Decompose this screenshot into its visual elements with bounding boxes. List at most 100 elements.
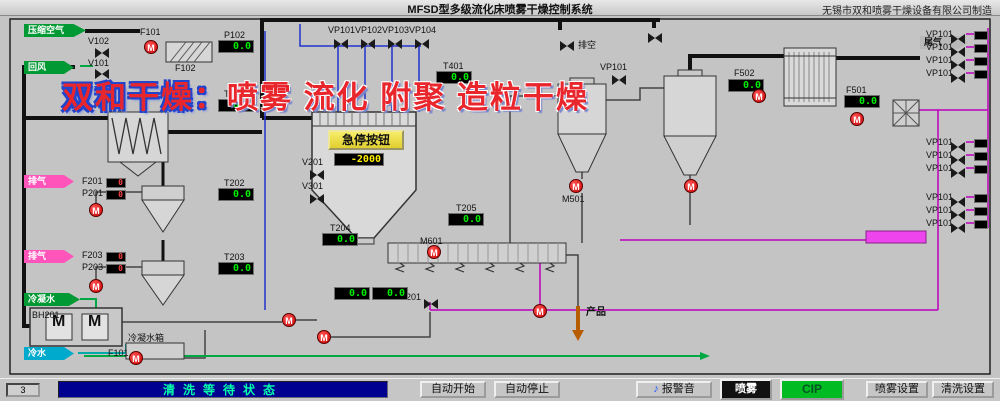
equipment-label: F102 — [175, 63, 196, 73]
valve-icon[interactable] — [951, 31, 965, 44]
flow-arrow: 排气 — [24, 250, 74, 263]
equipment-label: F101 — [140, 27, 161, 37]
equipment-label: 产品 — [586, 307, 606, 318]
pump-icon[interactable]: M — [752, 89, 766, 103]
value-display: 0.0 — [436, 71, 472, 84]
valve-icon[interactable] — [951, 165, 965, 178]
valve-icon[interactable] — [310, 191, 324, 204]
equipment-label: VP101 — [926, 150, 954, 160]
pump-icon[interactable]: M — [569, 179, 583, 193]
valve-icon[interactable] — [951, 220, 965, 233]
valve-icon[interactable] — [95, 45, 109, 58]
valve-icon[interactable] — [388, 36, 402, 49]
valve-icon[interactable] — [951, 152, 965, 165]
equipment-label: 排空 — [578, 40, 597, 50]
valve-icon[interactable] — [951, 70, 965, 83]
mute-alarm-label: 报警音 — [661, 383, 695, 395]
mute-alarm-button[interactable]: ♪报警音 — [636, 381, 712, 398]
equipment-label: VP101 — [926, 192, 954, 202]
value-display: 0.0 — [218, 188, 254, 201]
valve-icon[interactable] — [310, 167, 324, 180]
pump-icon[interactable]: M — [144, 40, 158, 54]
equipment-label: VP101 — [926, 55, 954, 65]
flow-arrow: 排气 — [24, 175, 74, 188]
pump-icon[interactable]: M — [282, 313, 296, 327]
value-display: 0.0 — [448, 213, 484, 226]
equipment-label: V301 — [302, 181, 324, 191]
flow-arrow: 回风 — [24, 61, 74, 74]
equipment-label: F203 — [82, 250, 103, 260]
value-display: 0.0 — [218, 99, 254, 112]
value-display: 0 — [106, 252, 126, 262]
status-bar: 3 清洗等待状态 自动开始 自动停止 ♪报警音 喷雾 CIP 喷雾设置 清洗设置 — [0, 378, 1000, 401]
equipment-label: 冷凝水箱 — [128, 333, 165, 343]
value-display: 0 — [106, 190, 126, 200]
value-display — [974, 31, 988, 40]
equipment-label: P201 — [82, 188, 104, 198]
emergency-stop-button[interactable]: 急停按钮 — [328, 130, 404, 150]
pump-icon[interactable]: M — [533, 304, 547, 318]
equipment-label: VP101 — [328, 25, 356, 35]
clean-settings-button[interactable]: 清洗设置 — [932, 381, 994, 398]
valve-icon[interactable] — [424, 296, 438, 309]
pump-icon[interactable]: M — [850, 112, 864, 126]
valve-icon[interactable] — [560, 38, 574, 51]
spray-settings-button[interactable]: 喷雾设置 — [866, 381, 928, 398]
auto-start-button[interactable]: 自动开始 — [420, 381, 486, 398]
pump-icon[interactable]: M — [89, 203, 103, 217]
value-display — [974, 70, 988, 79]
value-display — [974, 57, 988, 66]
auto-stop-button[interactable]: 自动停止 — [494, 381, 560, 398]
value-display: 0.0 — [218, 40, 254, 53]
value-display: -2000 — [334, 153, 384, 166]
equipment-label: VP101 — [926, 218, 954, 228]
equipment-label: T205 — [456, 203, 477, 213]
value-display: 0.0 — [372, 287, 408, 300]
equipment-label: VP101 — [926, 163, 954, 173]
equipment-label: VP101 — [926, 205, 954, 215]
value-display: 0.0 — [844, 95, 880, 108]
value-display: 0.0 — [322, 233, 358, 246]
title-bar: MFSD型多级流化床喷雾干燥控制系统 无锡市双和喷雾干燥设备有限公司制造 — [0, 0, 1000, 17]
equipment-label: VP101 — [926, 29, 954, 39]
valve-icon[interactable] — [951, 194, 965, 207]
equipment-label: M501 — [562, 194, 585, 204]
valve-icon[interactable] — [612, 72, 626, 85]
equipment-label: VP104 — [409, 25, 437, 35]
alarm-sound-icon: ♪ — [653, 383, 659, 395]
valve-icon[interactable] — [95, 66, 109, 79]
equipment-label: T203 — [224, 252, 245, 262]
pump-icon[interactable]: M — [684, 179, 698, 193]
flow-arrow: 冷水 — [24, 347, 74, 360]
equipment-label: P203 — [82, 262, 104, 272]
equipment-label: F502 — [734, 68, 755, 78]
value-display — [974, 152, 988, 161]
equipment-label: F201 — [82, 176, 103, 186]
status-indicator: 3 — [6, 383, 40, 397]
valve-icon[interactable] — [361, 36, 375, 49]
valve-icon[interactable] — [951, 139, 965, 152]
valve-icon[interactable] — [415, 36, 429, 49]
pump-icon[interactable]: M — [317, 330, 331, 344]
equipment-label: F101 — [108, 348, 129, 358]
valve-icon[interactable] — [951, 207, 965, 220]
pump-icon[interactable]: M — [89, 279, 103, 293]
valve-icon[interactable] — [334, 36, 348, 49]
valve-icon[interactable] — [648, 30, 662, 43]
app-title: MFSD型多级流化床喷雾干燥控制系统 — [407, 4, 593, 16]
value-display: 0 — [106, 178, 126, 188]
value-display: 0 — [106, 264, 126, 274]
pump-icon[interactable]: M — [129, 351, 143, 365]
equipment-label: VP101 — [926, 42, 954, 52]
value-display: 0.0 — [334, 287, 370, 300]
equipment-label: F501 — [846, 85, 867, 95]
value-display — [974, 139, 988, 148]
pump-icon[interactable]: M — [427, 245, 441, 259]
valve-icon[interactable] — [951, 44, 965, 57]
spray-mode-button[interactable]: 喷雾 — [720, 379, 772, 400]
cip-mode-button[interactable]: CIP — [780, 379, 844, 400]
equipment-label: VP101 — [926, 68, 954, 78]
value-display: 0.0 — [218, 262, 254, 275]
valve-icon[interactable] — [951, 57, 965, 70]
